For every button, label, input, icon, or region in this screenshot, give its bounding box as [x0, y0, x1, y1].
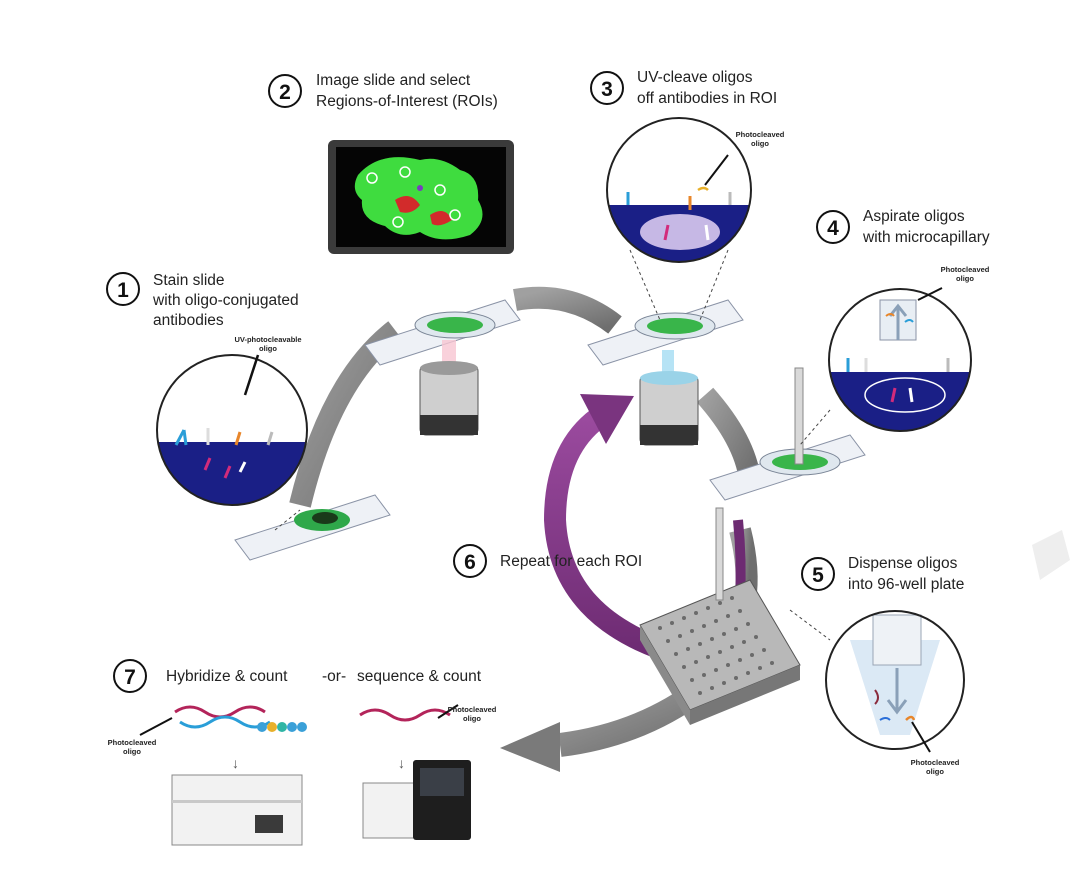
step-6-label: 6 Repeat for each ROI	[453, 544, 642, 578]
svg-text:oligo: oligo	[751, 139, 769, 148]
repeat-arrow-head	[580, 394, 634, 444]
svg-text:UV-photocleavable: UV-photocleavable	[234, 335, 301, 344]
roi-monitor	[328, 140, 514, 254]
arrow-head-to-step7	[500, 722, 560, 772]
svg-text:7: 7	[124, 666, 136, 689]
svg-text:Photocleaved: Photocleaved	[108, 738, 157, 747]
well-plate-96	[639, 507, 801, 725]
svg-text:with microcapillary: with microcapillary	[862, 229, 990, 246]
svg-text:with oligo-conjugated: with oligo-conjugated	[152, 292, 299, 309]
svg-text:Photocleaved: Photocleaved	[448, 705, 497, 714]
svg-text:Photocleaved: Photocleaved	[736, 130, 785, 139]
step-2-badge	[268, 74, 302, 108]
svg-text:oligo: oligo	[956, 274, 974, 283]
svg-text:Regions-of-Interest (ROIs): Regions-of-Interest (ROIs)	[316, 93, 498, 110]
svg-text:4: 4	[827, 217, 839, 240]
svg-text:-or-: -or-	[322, 668, 346, 685]
objective-step2	[419, 340, 479, 436]
step-6-badge	[453, 544, 487, 578]
svg-text:Photocleaved: Photocleaved	[941, 265, 990, 274]
svg-text:Photocleaved: Photocleaved	[911, 758, 960, 767]
step-4-badge	[816, 210, 850, 244]
step-1-label: 1 Stain slide with oligo-conjugated anti…	[106, 272, 299, 329]
barcode-beads	[257, 722, 307, 732]
down-arrow-icon: ↓	[232, 755, 239, 771]
step-7-label: 7 Hybridize & count -or- sequence & coun…	[113, 659, 482, 693]
dispense-capillary	[715, 507, 724, 601]
svg-text:5: 5	[812, 564, 824, 587]
svg-text:Stain slide: Stain slide	[153, 272, 225, 289]
step-3-label: 3 UV-cleave oligos off antibodies in ROI	[590, 69, 777, 107]
roi-marker	[392, 216, 404, 228]
step-2-label: 2 Image slide and select Regions-of-Inte…	[268, 72, 498, 110]
svg-text:Hybridize & count: Hybridize & count	[166, 668, 288, 685]
svg-text:3: 3	[601, 78, 613, 101]
svg-text:Aspirate oligos: Aspirate oligos	[863, 208, 965, 225]
svg-text:oligo: oligo	[123, 747, 141, 756]
svg-text:UV-cleave oligos: UV-cleave oligos	[637, 69, 753, 86]
down-arrow-icon: ↓	[398, 755, 405, 771]
svg-text:Dispense oligos: Dispense oligos	[848, 555, 958, 572]
svg-text:into 96-well plate: into 96-well plate	[848, 576, 964, 593]
step-4-label: 4 Aspirate oligos with microcapillary	[816, 208, 990, 246]
svg-text:6: 6	[464, 551, 476, 574]
hybridize-count-panel: Photocleaved oligo ↓	[108, 705, 307, 846]
svg-text:sequence & count: sequence & count	[357, 668, 482, 685]
slide-step4	[709, 367, 866, 501]
step-1-badge	[106, 272, 140, 306]
svg-text:Repeat for each ROI: Repeat for each ROI	[500, 553, 642, 570]
svg-text:antibodies: antibodies	[153, 312, 224, 329]
roi-marker	[366, 172, 378, 184]
roi-marker	[399, 166, 411, 178]
svg-text:1: 1	[117, 279, 129, 302]
zoom-circle-step4: Photocleaved oligo	[799, 265, 990, 446]
decorative-shape	[1032, 530, 1070, 580]
svg-text:2: 2	[279, 81, 291, 104]
svg-text:oligo: oligo	[463, 714, 481, 723]
zoom-circle-step1: UV-photocleavable oligo	[156, 335, 308, 531]
step-3-badge	[590, 71, 624, 105]
roi-marker	[434, 184, 446, 196]
step-5-label: 5 Dispense oligos into 96-well plate	[801, 555, 964, 593]
zoom-circle-step5: Photocleaved oligo	[789, 609, 965, 776]
roi-marker	[449, 209, 461, 221]
slide-step1	[234, 494, 391, 561]
step-5-badge	[801, 557, 835, 591]
svg-text:oligo: oligo	[926, 767, 944, 776]
svg-text:off antibodies in ROI: off antibodies in ROI	[637, 90, 777, 107]
svg-text:oligo: oligo	[259, 344, 277, 353]
svg-text:Image slide and select: Image slide and select	[316, 72, 471, 89]
sequence-count-panel: Photocleaved oligo ↓	[359, 704, 497, 840]
ncounter-instrument	[171, 774, 303, 846]
objective-step3	[639, 350, 699, 446]
slide-step3	[587, 299, 744, 366]
slide-step2	[364, 299, 521, 366]
step-7-badge	[113, 659, 147, 693]
microcapillary	[794, 367, 804, 465]
zoom-circle-step3: Photocleaved oligo	[606, 117, 785, 321]
